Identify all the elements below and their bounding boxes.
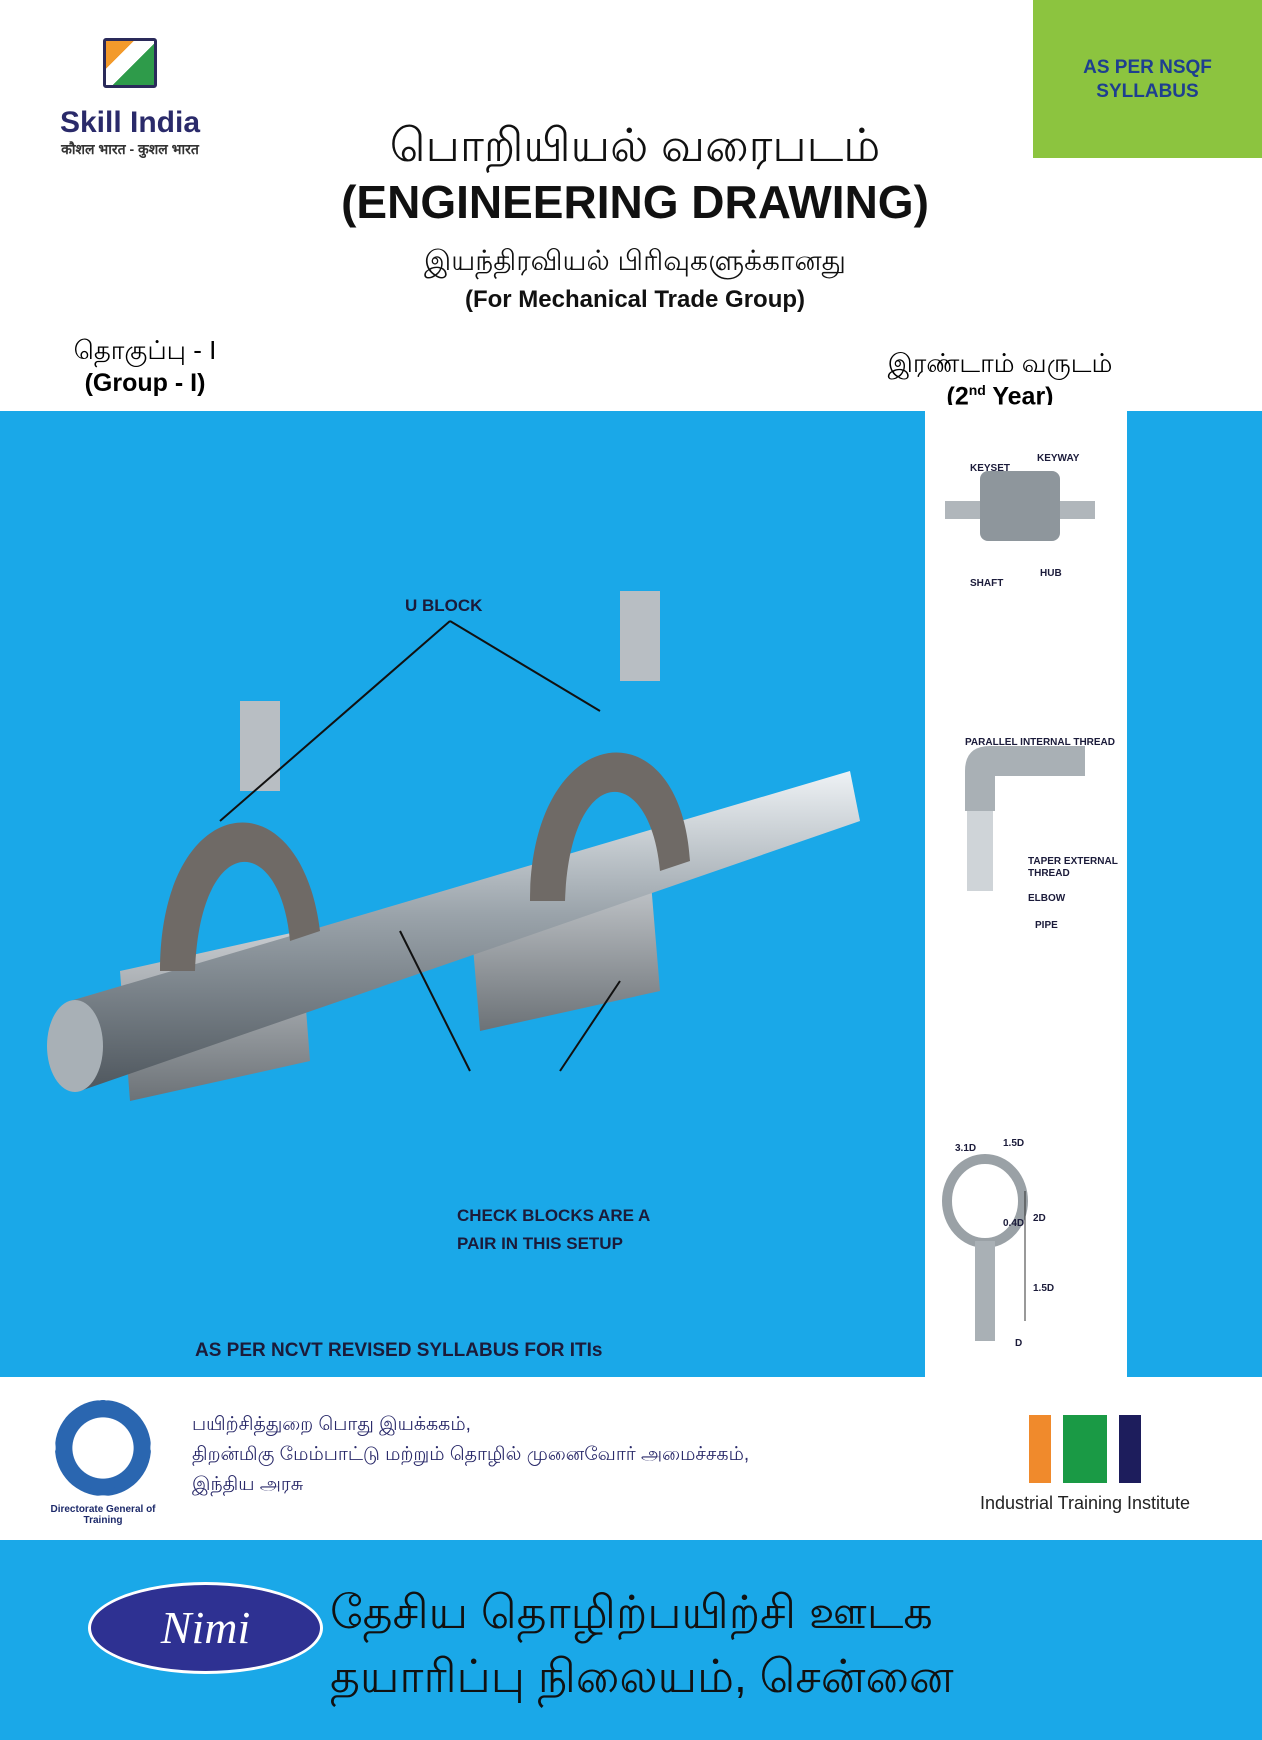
year-tamil: இரண்டாம் வருடம் bbox=[887, 348, 1113, 378]
svg-text:D: D bbox=[1015, 1338, 1022, 1349]
svg-text:PIPE: PIPE bbox=[1035, 920, 1058, 931]
shaft-key-illustration: KEYSET KEYWAY SHAFT HUB bbox=[945, 453, 1095, 589]
skill-india-logo: Skill India कौशल भारत - कुशल भारत bbox=[40, 38, 220, 159]
svg-text:HUB: HUB bbox=[1040, 568, 1062, 579]
u-clamp-left bbox=[160, 822, 320, 971]
svg-text:PARALLEL INTERNAL THREAD: PARALLEL INTERNAL THREAD bbox=[965, 737, 1115, 748]
svg-text:SHAFT: SHAFT bbox=[970, 578, 1003, 589]
syllabus-note: AS PER NCVT REVISED SYLLABUS FOR ITIs bbox=[195, 1340, 603, 1361]
v-block-illustration: U BLOCK CHECK BLOCKS ARE A PAIR IN THIS … bbox=[47, 591, 860, 1253]
svg-text:3.1D: 3.1D bbox=[955, 1143, 976, 1154]
u-block-label: U BLOCK bbox=[405, 596, 483, 615]
svg-text:KEYWAY: KEYWAY bbox=[1037, 453, 1080, 464]
svg-text:2D: 2D bbox=[1033, 1213, 1046, 1224]
check-blocks-label-1: CHECK BLOCKS ARE A bbox=[457, 1206, 650, 1225]
svg-text:0.4D: 0.4D bbox=[1003, 1218, 1024, 1229]
svg-text:ELBOW: ELBOW bbox=[1028, 893, 1066, 904]
svg-text:1.5D: 1.5D bbox=[1003, 1138, 1024, 1149]
check-blocks-label-2: PAIR IN THIS SETUP bbox=[457, 1234, 623, 1253]
dgt-text: பயிற்சித்துறை பொது இயக்ககம், திறன்மிகு ம… bbox=[192, 1410, 749, 1500]
screw-right bbox=[620, 591, 660, 681]
group-tamil: தொகுப்பு - I bbox=[73, 335, 217, 365]
iti-icon bbox=[960, 1415, 1210, 1483]
gear-icon bbox=[55, 1400, 151, 1496]
skill-india-name: Skill India bbox=[59, 106, 201, 139]
iti-logo: Industrial Training Institute bbox=[960, 1415, 1210, 1514]
title-tamil: பொறியியல் வரைபடம் bbox=[389, 119, 881, 171]
subtitle-english: (For Mechanical Trade Group) bbox=[464, 286, 806, 313]
title-english: (ENGINEERING DRAWING) bbox=[341, 176, 929, 228]
screw-left bbox=[240, 701, 280, 791]
nsqf-badge: AS PER NSQF SYLLABUS bbox=[1033, 0, 1262, 158]
side-illustrations: KEYSET KEYWAY SHAFT HUB PARALLEL INTERNA… bbox=[942, 453, 1118, 1349]
svg-text:THREAD: THREAD bbox=[1028, 868, 1070, 879]
svg-text:1.5D: 1.5D bbox=[1033, 1283, 1054, 1294]
subtitle-tamil: இயந்திரவியல் பிரிவுகளுக்கானது bbox=[424, 245, 846, 276]
skill-india-icon bbox=[103, 38, 157, 88]
dgt-caption: Directorate General of Training bbox=[50, 1504, 156, 1526]
u-clamp-right bbox=[530, 752, 690, 901]
dgt-logo: Directorate General of Training bbox=[38, 1400, 168, 1526]
publisher-line: தயாரிப்பு நிலையம், சென்னை bbox=[330, 1650, 954, 1702]
pipe-elbow-illustration: PARALLEL INTERNAL THREAD TAPER EXTERNAL … bbox=[965, 737, 1118, 931]
group-label: தொகுப்பு - I (Group - I) bbox=[30, 335, 260, 398]
rod-end bbox=[47, 1000, 103, 1092]
year-label: இரண்டாம் வருடம் (2nd Year) bbox=[850, 348, 1150, 411]
svg-text:TAPER EXTERNAL: TAPER EXTERNAL bbox=[1028, 856, 1118, 867]
dgt-line: திறன்மிகு மேம்பாட்டு மற்றும் தொழில் முனை… bbox=[192, 1444, 750, 1465]
eye-bolt-illustration: 3.1D 1.5D 0.4D 2D 1.5D D bbox=[942, 1138, 1054, 1349]
svg-text:KEYSET: KEYSET bbox=[970, 463, 1010, 474]
group-english: (Group - I) bbox=[84, 369, 206, 397]
footer-white bbox=[0, 1377, 1262, 1540]
publisher-name: தேசிய தொழிற்பயிற்சி ஊடக தயாரிப்பு நிலையம… bbox=[330, 1580, 954, 1708]
dgt-line: இந்திய அரசு bbox=[192, 1474, 304, 1495]
skill-india-tagline: कौशल भारत - कुशल भारत bbox=[61, 141, 199, 157]
publisher-line: தேசிய தொழிற்பயிற்சி ஊடக bbox=[330, 1586, 933, 1638]
nimi-logo: Nimi bbox=[88, 1582, 323, 1674]
iti-caption: Industrial Training Institute bbox=[979, 1493, 1191, 1513]
dgt-line: பயிற்சித்துறை பொது இயக்ககம், bbox=[192, 1414, 471, 1435]
